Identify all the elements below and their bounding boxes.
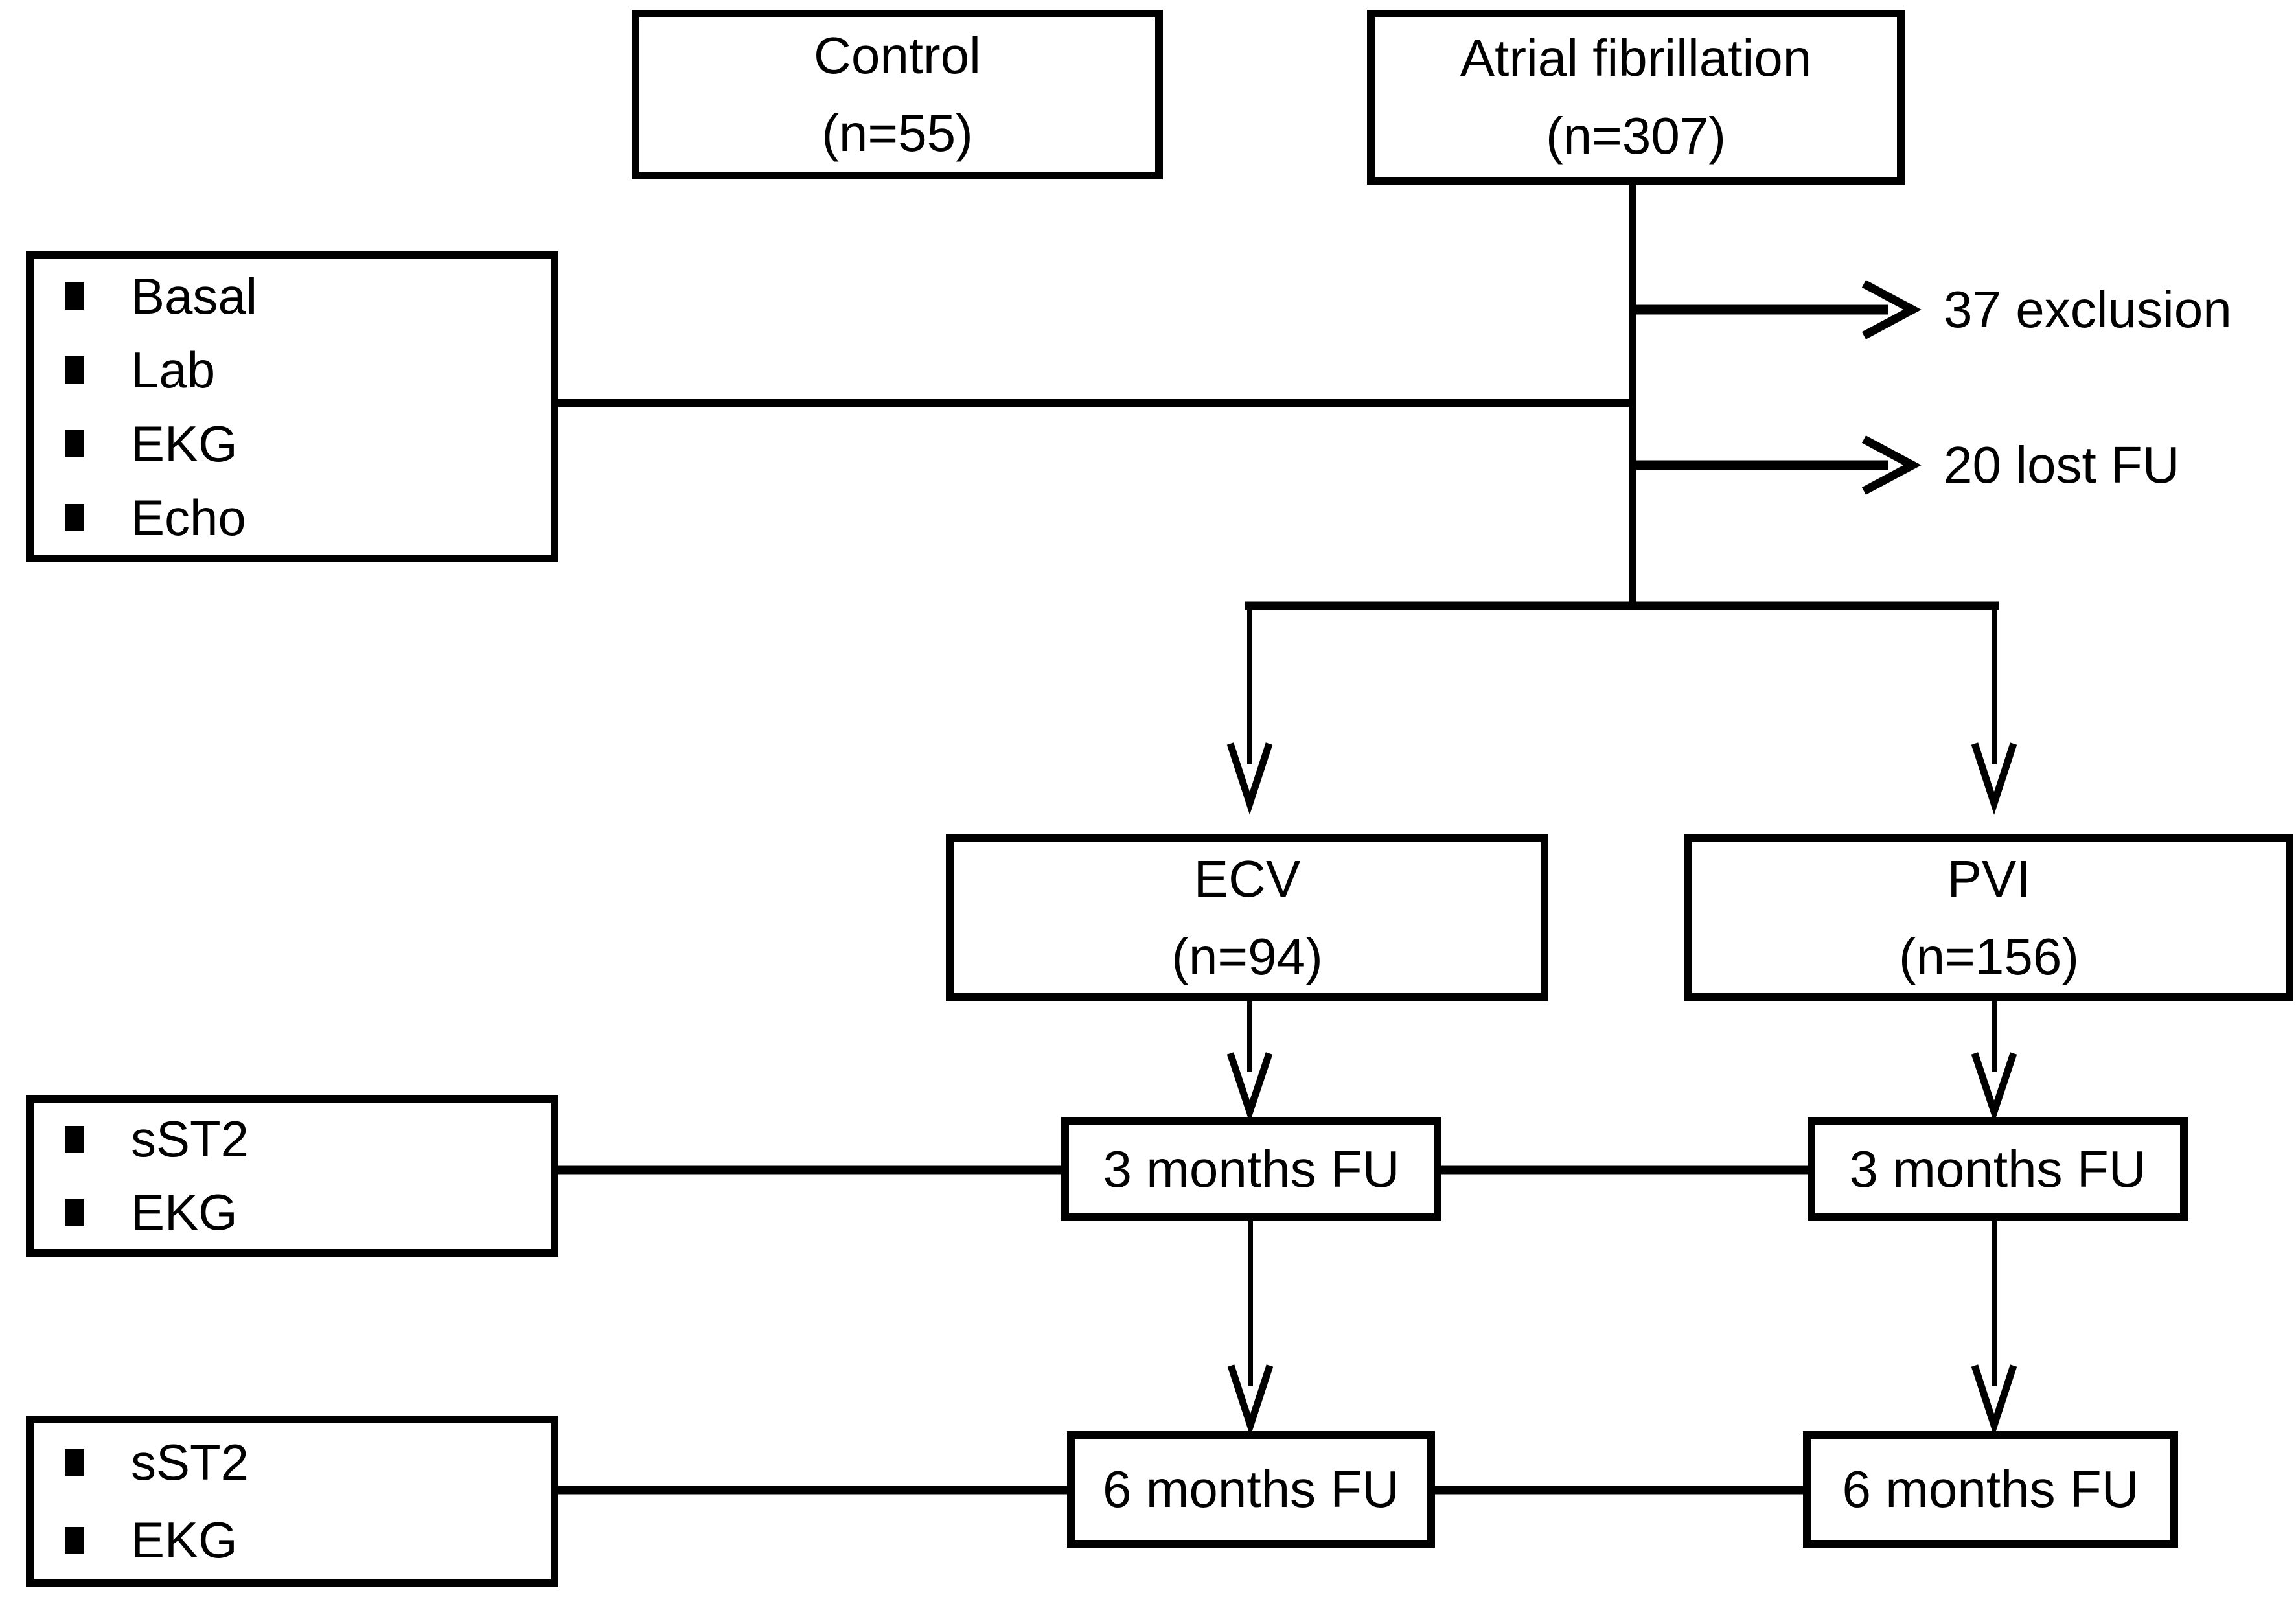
- bullet-square-icon: [65, 430, 84, 457]
- af-box-title: Atrial fibrillation: [1460, 29, 1812, 87]
- fu6-left-box-label: 6 months FU: [1103, 1460, 1399, 1518]
- lost-fu-arrowhead: [1861, 435, 1922, 495]
- pvi-to-fu3-arrowhead: [1971, 1052, 2017, 1123]
- pvi-box-title: PVI: [1947, 849, 2031, 908]
- list-item: Lab: [34, 333, 551, 407]
- bullet-square-icon: [65, 1449, 84, 1476]
- bullet-square-icon: [65, 1199, 84, 1226]
- bullet-square-icon: [65, 356, 84, 384]
- list-item: EKG: [34, 1176, 551, 1249]
- bullet-square-icon: [65, 1526, 84, 1554]
- exclusion-arrowhead: [1861, 280, 1922, 339]
- list-item: EKG: [34, 407, 551, 481]
- control-box-title: Control: [814, 27, 981, 84]
- bullet-square-icon: [65, 1125, 84, 1153]
- control-box-count: (n=55): [821, 104, 973, 162]
- list-item-label: EKG: [131, 415, 238, 472]
- fu3-right-box: 3 months FU: [1808, 1117, 2188, 1221]
- ecv-box-count: (n=94): [1171, 927, 1323, 985]
- fu3-assessments-panel: sST2 EKG: [26, 1095, 558, 1257]
- ecv-box-title: ECV: [1193, 849, 1301, 908]
- pvi-box: PVI (n=156): [1684, 834, 2293, 1001]
- list-item: sST2: [34, 1424, 551, 1502]
- list-item: sST2: [34, 1103, 551, 1176]
- baseline-assessments-panel: Basal Lab EKG Echo: [26, 251, 558, 562]
- bullet-square-icon: [65, 504, 84, 531]
- list-item-label: Echo: [131, 488, 246, 546]
- branch-left-arrowhead: [1226, 742, 1273, 815]
- fu6-right-box-label: 6 months FU: [1842, 1460, 2139, 1518]
- pvi-box-count: (n=156): [1899, 927, 2079, 985]
- list-item-label: EKG: [131, 1511, 238, 1568]
- atrial-fibrillation-box: Atrial fibrillation (n=307): [1367, 10, 1905, 185]
- bullet-square-icon: [65, 282, 84, 310]
- list-item-label: Basal: [131, 267, 258, 325]
- fu3-to-fu6-right-arrowhead: [1971, 1364, 2017, 1437]
- list-item-label: sST2: [131, 1434, 249, 1491]
- fu3-left-box: 3 months FU: [1061, 1117, 1441, 1221]
- list-item-label: sST2: [131, 1110, 249, 1167]
- fu3-left-box-label: 3 months FU: [1103, 1140, 1400, 1198]
- fu6-left-box: 6 months FU: [1067, 1431, 1435, 1548]
- fu3-right-box-label: 3 months FU: [1849, 1140, 2146, 1198]
- af-box-count: (n=307): [1546, 107, 1726, 165]
- ecv-box: ECV (n=94): [946, 834, 1548, 1001]
- fu6-right-box: 6 months FU: [1803, 1431, 2178, 1548]
- list-item-label: EKG: [131, 1184, 238, 1241]
- exclusion-label: 37 exclusion: [1944, 281, 2232, 338]
- fu3-to-fu6-left-arrowhead: [1227, 1364, 1274, 1437]
- list-item: Echo: [34, 481, 551, 555]
- control-box: Control (n=55): [632, 10, 1163, 179]
- fu6-assessments-panel: sST2 EKG: [26, 1416, 558, 1587]
- list-item: EKG: [34, 1502, 551, 1579]
- branch-right-arrowhead: [1971, 742, 2017, 815]
- ecv-to-fu3-arrowhead: [1226, 1052, 1273, 1123]
- lost-fu-label: 20 lost FU: [1944, 436, 2180, 494]
- list-item-label: Lab: [131, 341, 216, 398]
- list-item: Basal: [34, 259, 551, 333]
